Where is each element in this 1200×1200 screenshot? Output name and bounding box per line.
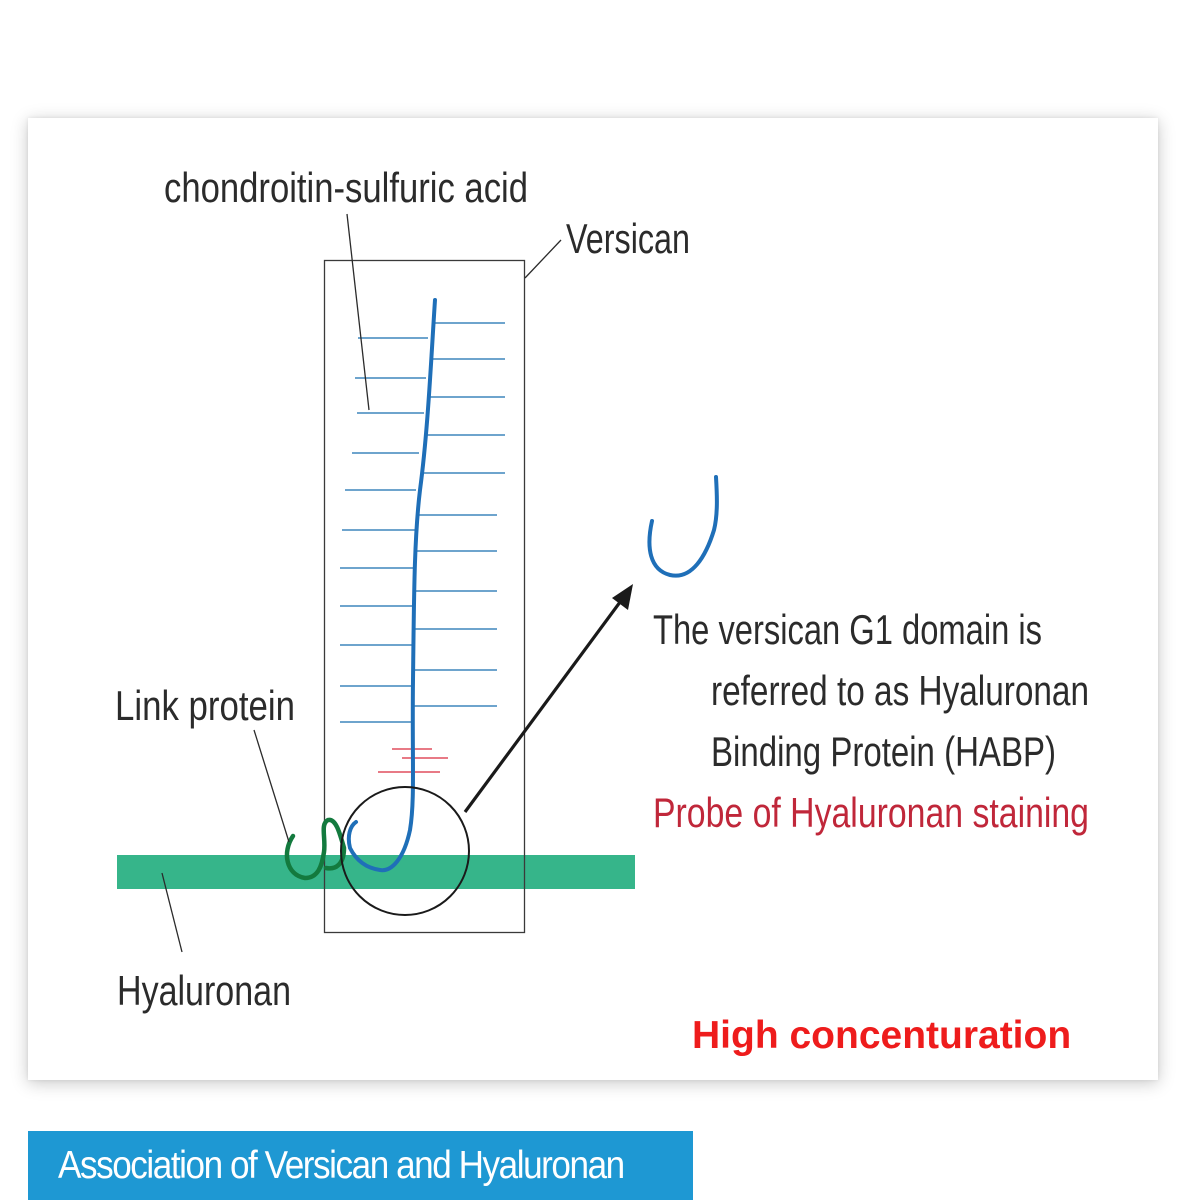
hyaluronan-band [117, 855, 635, 889]
hyaluronan-label: Hyaluronan [117, 967, 291, 1014]
diagram-card [28, 118, 1158, 1080]
versican-leader-line [524, 239, 562, 279]
g1-description-line3: Binding Protein (HABP) [711, 728, 1056, 775]
chondroitin-side-chains [340, 322, 505, 723]
g1-description-line1: The versican G1 domain is [653, 606, 1042, 653]
link-protein-leader-line [253, 729, 290, 843]
chondroitin-leader-line [346, 213, 370, 411]
high-concentration-annotation: High concenturation [692, 1014, 1072, 1057]
link-protein-label: Link protein [115, 682, 295, 729]
link-protein-shape [284, 817, 347, 881]
g1-domain-circle [340, 786, 470, 916]
chondroitin-label: chondroitin-sulfuric acid [164, 164, 528, 211]
arrow-up-right-icon [612, 584, 633, 610]
core-protein [346, 298, 437, 873]
hyaluronan-leader-line [161, 872, 183, 953]
g1-domain-shape [647, 475, 719, 578]
caption-bar: Association of Versican and Hyaluronan [28, 1131, 693, 1200]
versican-box [323, 259, 526, 934]
g1-description-line2: referred to as Hyaluronan [711, 667, 1089, 714]
caption-title: Association of Versican and Hyaluronan [58, 1144, 625, 1187]
arrow-line [463, 593, 628, 813]
probe-label: Probe of Hyaluronan staining [653, 789, 1089, 836]
versican-label: Versican [566, 215, 690, 262]
